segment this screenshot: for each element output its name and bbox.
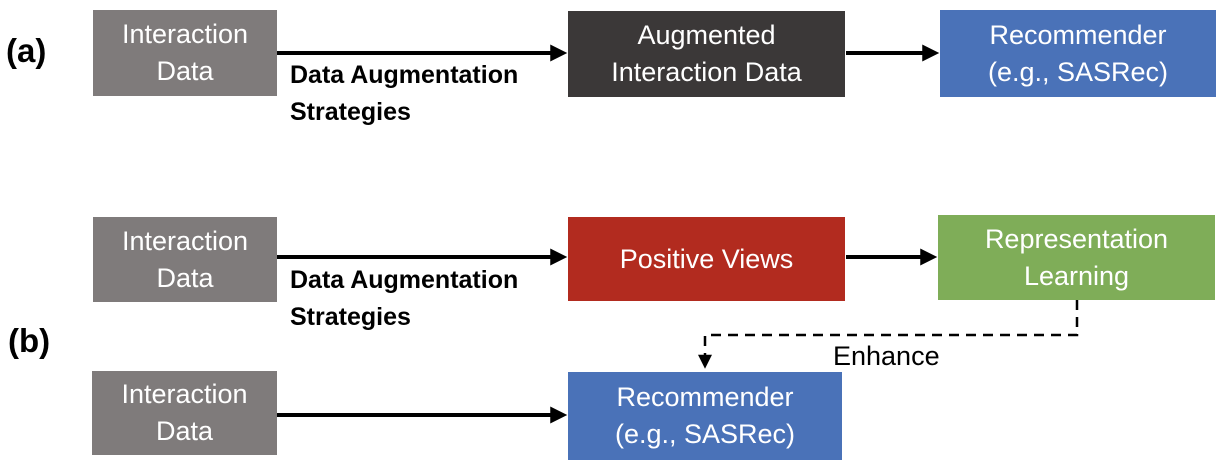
box-representation-learning: Representation Learning bbox=[938, 215, 1215, 300]
box-positive-views: Positive Views bbox=[568, 217, 845, 301]
arrow-caption-b-line2: Strategies bbox=[290, 303, 411, 331]
box-interaction-data-a-line1: Interaction bbox=[121, 19, 249, 49]
box-recommender-a-line1: Recommender bbox=[989, 19, 1167, 50]
box-representation-learning-line2: Learning bbox=[1023, 260, 1130, 291]
box-recommender-b: Recommender (e.g., SASRec) bbox=[568, 372, 842, 460]
box-interaction-data-a-line2: Data bbox=[156, 56, 214, 86]
box-interaction-data-b1: Interaction Data bbox=[93, 217, 277, 302]
box-representation-learning-line1: Representation bbox=[984, 223, 1169, 254]
box-recommender-b-line2: (e.g., SASRec) bbox=[614, 419, 796, 449]
arrow-caption-b-line1: Data Augmentation bbox=[290, 266, 519, 294]
box-augmented-interaction-data: Augmented Interaction Data bbox=[568, 11, 845, 97]
part-b-label: (b) bbox=[8, 322, 51, 359]
box-recommender-a-line2: (e.g., SASRec) bbox=[987, 56, 1169, 87]
box-interaction-data-a: Interaction Data bbox=[93, 10, 277, 96]
box-recommender-b-line1: Recommender bbox=[616, 382, 794, 412]
arrow-caption-a: Data Augmentation Strategies bbox=[290, 57, 518, 131]
box-interaction-data-b1-line2: Data bbox=[156, 262, 214, 293]
box-interaction-data-b2: Interaction Data bbox=[92, 371, 277, 455]
box-interaction-data-b2-line1: Interaction bbox=[121, 379, 248, 409]
arrow-caption-a-line2: Strategies bbox=[290, 98, 411, 126]
arrow-caption-a-line1: Data Augmentation bbox=[290, 61, 519, 89]
box-interaction-data-b1-line1: Interaction bbox=[121, 225, 249, 256]
box-augmented-line1: Augmented bbox=[637, 20, 776, 50]
box-positive-views-line1: Positive Views bbox=[619, 243, 794, 274]
box-recommender-a: Recommender (e.g., SASRec) bbox=[940, 10, 1216, 97]
box-augmented-line2: Interaction Data bbox=[611, 57, 802, 87]
box-interaction-data-b2-line2: Data bbox=[155, 416, 214, 446]
arrow-caption-b: Data Augmentation Strategies bbox=[290, 262, 518, 336]
part-a-label: (a) bbox=[6, 32, 47, 69]
enhance-label: Enhance bbox=[833, 341, 940, 371]
